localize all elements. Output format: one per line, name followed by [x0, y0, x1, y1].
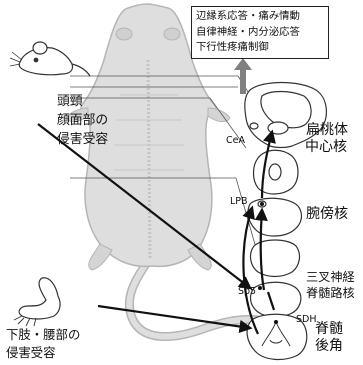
label-face-nociception: 頭頸 顔面部の 侵害受容: [57, 92, 108, 149]
label-dorsal-horn: 後角: [315, 335, 343, 355]
rat-tail-inner: [129, 258, 258, 337]
abbr-sdh: SDH: [296, 314, 317, 325]
rat-hindpaw-left: [89, 244, 112, 270]
rat-tail: [129, 258, 258, 337]
label-trigeminal-tract: 脊髄路核: [306, 283, 355, 301]
arrow-limb-to-sdh: [98, 306, 250, 328]
abbr-lpb: LPB: [230, 196, 248, 207]
section-medulla: [251, 240, 300, 277]
hindlimb-illustration: [14, 278, 60, 326]
mouse-head-illustration: [10, 42, 90, 76]
section-sp5: [251, 282, 301, 317]
label-limb-nociception: 下肢・腰部の 侵害受容: [6, 326, 80, 362]
abbr-sp5: Sp5: [238, 286, 256, 297]
label-amygdala-central: 中心核: [305, 136, 347, 156]
label-parabrachial: 腕傍核: [306, 203, 348, 223]
output-responses-box: 辺縁系応答・痛み情動 自律神経・内分泌応答 下行性疼痛制御: [191, 6, 329, 59]
abbr-cea: CeA: [226, 135, 245, 146]
section-pons: [248, 198, 301, 236]
